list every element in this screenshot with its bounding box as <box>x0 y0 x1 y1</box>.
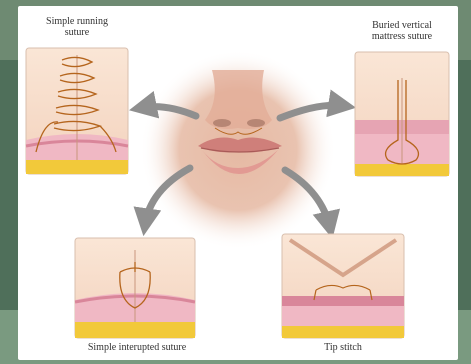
label-buried-vertical: Buried vertical mattress suture <box>350 20 454 42</box>
panel-buried-vertical <box>355 52 449 176</box>
label-buried-vertical-line1: Buried vertical <box>350 20 454 31</box>
panel-simple-running <box>26 48 128 174</box>
label-buried-vertical-line2: mattress suture <box>350 31 454 42</box>
label-simple-running-line1: Simple running <box>26 16 128 27</box>
label-tip-stitch: Tip stitch <box>290 342 396 353</box>
label-simple-interrupted: Simple interupted suture <box>62 342 212 353</box>
panel-simple-interrupted <box>75 238 195 338</box>
label-simple-running: Simple running suture <box>26 16 128 38</box>
panel-tip-stitch <box>282 234 404 338</box>
face-illustration <box>140 50 336 250</box>
label-simple-running-line2: suture <box>26 27 128 38</box>
